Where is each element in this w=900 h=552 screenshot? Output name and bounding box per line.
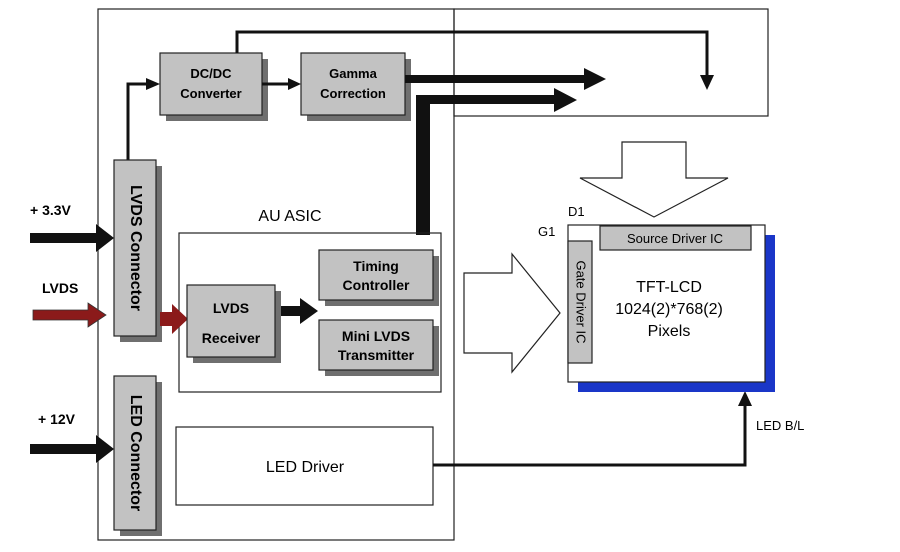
- gamma-output-arrow: [405, 68, 606, 90]
- source-driver-hollow-arrow: [579, 141, 729, 218]
- input-12v-arrow: [30, 435, 114, 463]
- mini-lvds-line-1: Mini LVDS: [342, 328, 410, 344]
- lvds-receiver-line-2: Receiver: [202, 330, 261, 346]
- gamma-line-2: Correction: [320, 86, 386, 101]
- led-connector-label: LED Connector: [127, 395, 144, 511]
- input-lvds-label: LVDS: [42, 280, 78, 296]
- timing-output-arrow: [416, 88, 577, 235]
- dcdc-line-2: Converter: [180, 86, 241, 101]
- timing-controller-block: Timing Controller: [318, 249, 439, 306]
- receiver-to-controller-arrow: [281, 298, 318, 324]
- tft-panel: [567, 224, 766, 383]
- lvds-connector-block: LVDS Connector: [113, 159, 162, 342]
- input-3v3-label: + 3.3V: [30, 202, 72, 218]
- dcdc-converter-block: DC/DC Converter: [159, 52, 268, 121]
- tft-line-1: TFT-LCD: [636, 279, 702, 296]
- tft-line-3: Pixels: [648, 323, 691, 340]
- timing-line-1: Timing: [353, 258, 399, 274]
- connector-to-dcdc-arrow: [126, 78, 160, 160]
- dcdc-to-gamma-arrow: [262, 78, 301, 90]
- led-driver-block: LED Driver: [175, 426, 434, 506]
- lvds-receiver-line-1: LVDS: [213, 300, 249, 316]
- gamma-line-1: Gamma: [329, 66, 377, 81]
- timing-line-2: Controller: [343, 277, 410, 293]
- led-backlight-line: [433, 391, 752, 467]
- gate-driver-label: Gate Driver IC: [574, 260, 589, 343]
- output-frame: [453, 8, 769, 117]
- panel-input-hollow-arrow: [463, 252, 561, 374]
- dcdc-line-1: DC/DC: [190, 66, 232, 81]
- led-driver-label: LED Driver: [266, 459, 345, 476]
- dcdc-power-line: [235, 30, 714, 90]
- led-connector-block: LED Connector: [113, 375, 162, 536]
- source-driver-label: Source Driver IC: [627, 231, 723, 246]
- lvds-connector-label: LVDS Connector: [127, 185, 144, 311]
- led-bl-label: LED B/L: [756, 418, 804, 433]
- gate-driver-block: Gate Driver IC: [567, 240, 593, 364]
- d1-label: D1: [568, 204, 585, 219]
- lvds-receiver-input-arrow: [160, 304, 188, 334]
- asic-label: AU ASIC: [258, 208, 321, 225]
- lvds-receiver-block: LVDS Receiver: [186, 284, 281, 363]
- gamma-correction-block: Gamma Correction: [300, 52, 411, 121]
- mini-lvds-transmitter-block: Mini LVDS Transmitter: [318, 319, 439, 376]
- g1-label: G1: [538, 224, 555, 239]
- tft-line-2: 1024(2)*768(2): [615, 301, 723, 318]
- source-driver-block: Source Driver IC: [599, 225, 752, 251]
- mini-lvds-line-2: Transmitter: [338, 347, 415, 363]
- input-12v-label: + 12V: [38, 411, 76, 427]
- input-lvds-arrow: [32, 302, 107, 328]
- input-3v3-arrow: [30, 224, 114, 252]
- main-board-frame: [97, 8, 455, 541]
